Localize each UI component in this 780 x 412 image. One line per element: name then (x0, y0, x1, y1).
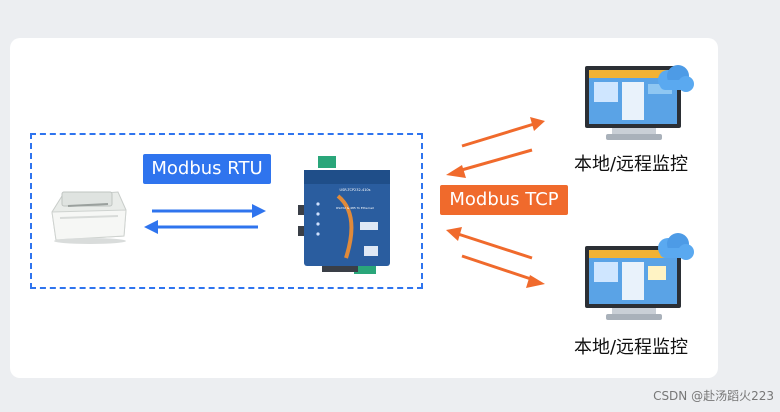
cloud-icon-top (658, 65, 694, 92)
tcp-arrow-down-out (461, 254, 545, 288)
monitor-icon-top (585, 66, 681, 140)
monitor-icon-bottom (585, 246, 681, 320)
tcp-arrow-up-out (461, 117, 545, 148)
device-model-text: USR-TCP232-410s (340, 188, 371, 192)
watermark: CSDN @赴汤蹈火223 (653, 389, 774, 403)
rtu-arrow-right (152, 204, 266, 218)
modbus-rtu-label: Modbus RTU (143, 154, 271, 184)
cloud-icon-bottom (658, 233, 694, 260)
rtu-network-boundary (30, 133, 423, 289)
station-label-top: 本地/远程监控 (573, 154, 689, 175)
modbus-tcp-label: Modbus TCP (440, 185, 568, 215)
printer-icon (51, 191, 127, 244)
serial-server-device (298, 156, 390, 274)
tcp-arrow-down-in (446, 227, 533, 260)
tcp-arrow-up-in (446, 148, 533, 178)
device-subtitle-text: RS232 & 485 To Ethernet (336, 206, 374, 210)
station-label-bottom: 本地/远程监控 (573, 337, 689, 358)
rtu-arrow-left (144, 220, 258, 234)
